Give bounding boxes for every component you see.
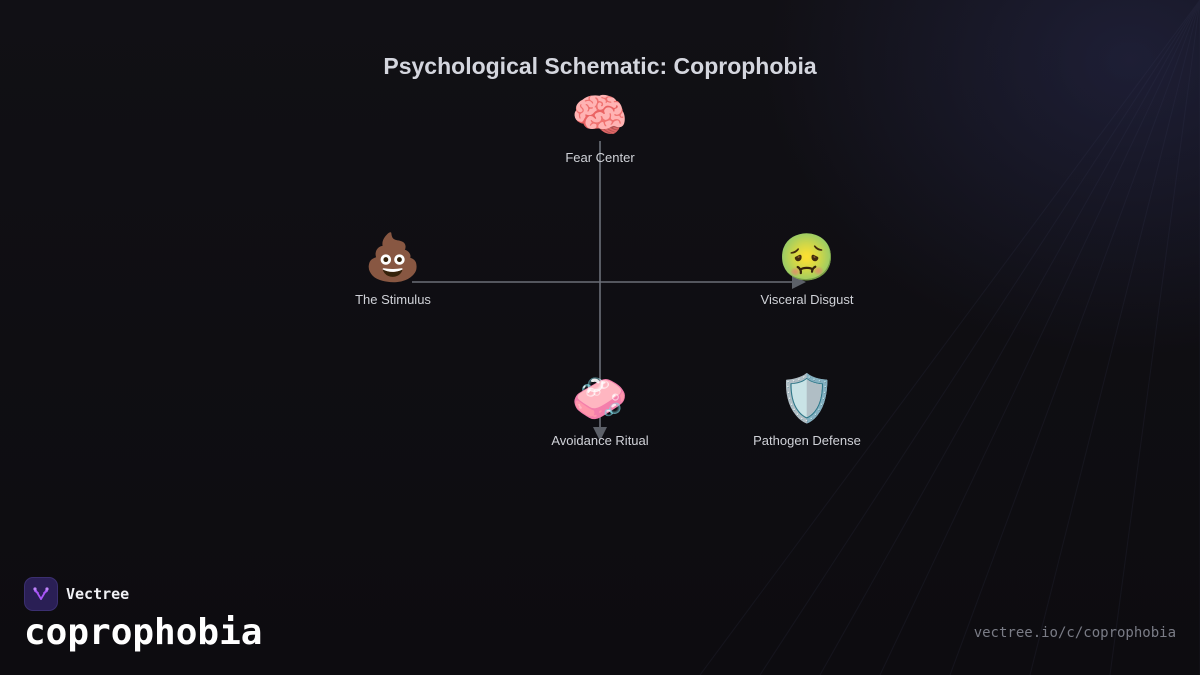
page-url[interactable]: vectree.io/c/coprophobia <box>973 625 1176 641</box>
node-fear-center[interactable]: 🧠 Fear Center <box>520 88 680 165</box>
nauseated-face-icon: 🤢 <box>778 231 836 283</box>
shield-icon: 🛡️ <box>778 372 836 424</box>
diagram-title: Psychological Schematic: Coprophobia <box>383 53 817 79</box>
node-label: Visceral Disgust <box>760 292 854 307</box>
soap-icon: 🧼 <box>571 372 629 424</box>
node-label: The Stimulus <box>355 292 431 307</box>
node-label: Pathogen Defense <box>753 433 861 448</box>
node-pathogen-defense[interactable]: 🛡️ Pathogen Defense <box>727 371 887 448</box>
topic-title: coprophobia <box>24 612 263 653</box>
vectree-logo-icon <box>24 577 58 611</box>
node-visceral-disgust[interactable]: 🤢 Visceral Disgust <box>727 230 887 307</box>
pile-of-poo-icon: 💩 <box>364 231 422 283</box>
node-stimulus[interactable]: 💩 The Stimulus <box>313 230 473 307</box>
node-label: Fear Center <box>565 150 635 165</box>
brain-icon: 🧠 <box>571 89 629 141</box>
brand-name: Vectree <box>66 585 130 603</box>
node-avoidance-ritual[interactable]: 🧼 Avoidance Ritual <box>520 371 680 448</box>
node-label: Avoidance Ritual <box>551 433 649 448</box>
brand[interactable]: Vectree <box>24 577 129 611</box>
